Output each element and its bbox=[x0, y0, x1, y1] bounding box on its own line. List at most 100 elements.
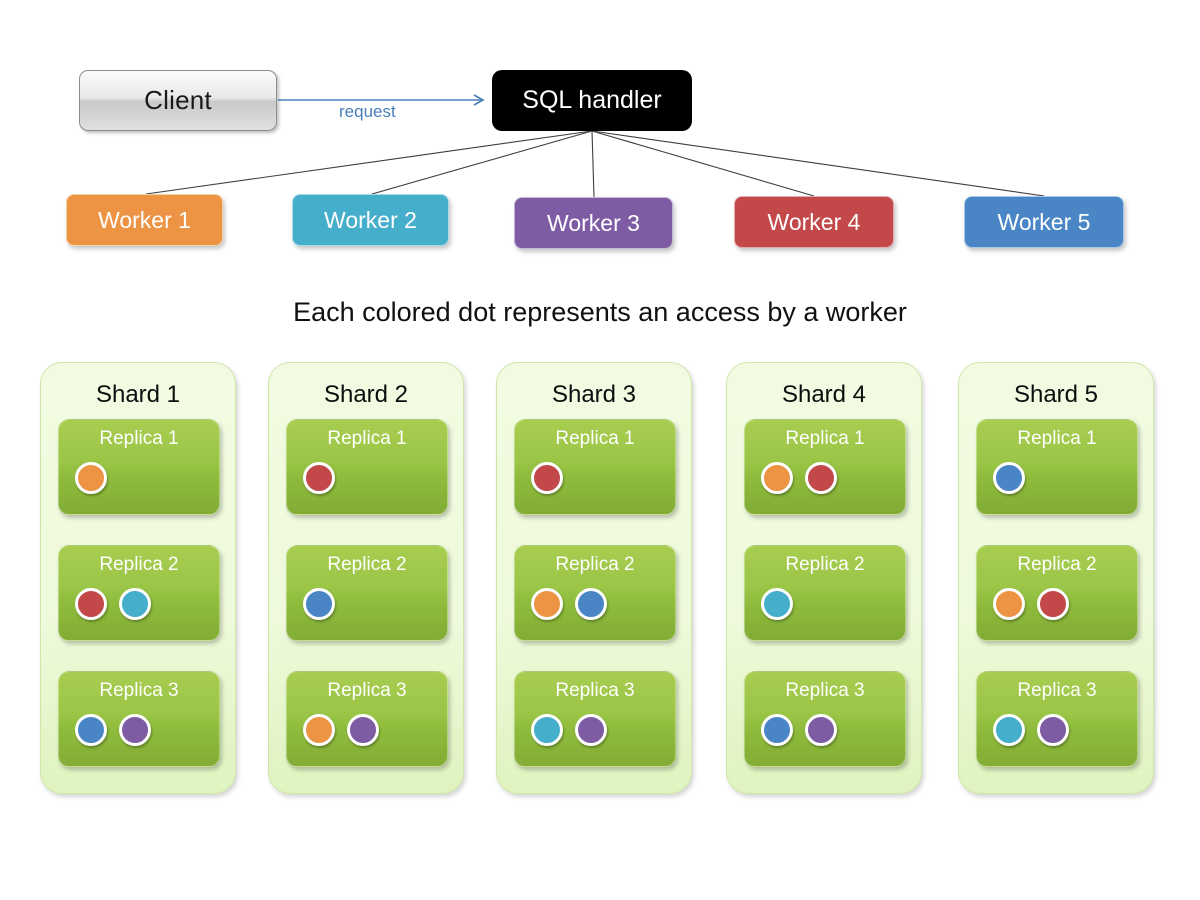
access-dot-icon bbox=[575, 714, 607, 746]
sql-handler-label: SQL handler bbox=[522, 86, 662, 114]
access-dot-icon bbox=[531, 714, 563, 746]
legend-caption: Each colored dot represents an access by… bbox=[293, 297, 907, 327]
replica-node-2[interactable]: Replica 2 bbox=[286, 545, 448, 641]
worker-node-5[interactable]: Worker 5 bbox=[964, 196, 1124, 248]
replica-label: Replica 1 bbox=[1017, 428, 1097, 449]
access-dots bbox=[761, 714, 837, 746]
access-dot-icon bbox=[1037, 588, 1069, 620]
access-dot-icon bbox=[303, 588, 335, 620]
access-dot-icon bbox=[761, 462, 793, 494]
replica-node-2[interactable]: Replica 2 bbox=[514, 545, 676, 641]
replica-label: Replica 2 bbox=[327, 554, 407, 575]
worker-label: Worker 2 bbox=[324, 206, 417, 233]
access-dots bbox=[531, 588, 607, 620]
access-dots bbox=[75, 462, 107, 494]
shard-container-3[interactable]: Shard 3 Replica 1 Replica 2 Replica 3 bbox=[496, 362, 692, 794]
access-dot-icon bbox=[993, 588, 1025, 620]
replica-node-1[interactable]: Replica 1 bbox=[976, 419, 1138, 515]
worker-label: Worker 5 bbox=[997, 208, 1091, 235]
replica-node-3[interactable]: Replica 3 bbox=[744, 671, 906, 767]
replica-label: Replica 3 bbox=[327, 680, 407, 701]
worker-node-1[interactable]: Worker 1 bbox=[66, 194, 223, 246]
access-dot-icon bbox=[531, 462, 563, 494]
shard-container-1[interactable]: Shard 1 Replica 1 Replica 2 Replica 3 bbox=[40, 362, 236, 794]
replica-label: Replica 1 bbox=[785, 428, 865, 449]
shard-title: Shard 1 bbox=[95, 381, 181, 408]
replica-label: Replica 3 bbox=[785, 680, 865, 701]
replica-node-2[interactable]: Replica 2 bbox=[58, 545, 220, 641]
shard-title: Shard 2 bbox=[323, 381, 409, 408]
replica-label: Replica 2 bbox=[555, 554, 635, 575]
sql-handler-node[interactable]: SQL handler bbox=[492, 70, 692, 131]
worker-label: Worker 1 bbox=[98, 206, 191, 233]
replica-label: Replica 3 bbox=[99, 680, 179, 701]
access-dot-icon bbox=[761, 714, 793, 746]
replica-node-1[interactable]: Replica 1 bbox=[744, 419, 906, 515]
access-dot-icon bbox=[805, 462, 837, 494]
access-dot-icon bbox=[993, 462, 1025, 494]
shard-container-4[interactable]: Shard 4 Replica 1 Replica 2 Replica 3 bbox=[726, 362, 922, 794]
worker-node-2[interactable]: Worker 2 bbox=[292, 194, 449, 246]
worker-label: Worker 4 bbox=[767, 208, 861, 235]
access-dots bbox=[303, 588, 335, 620]
link-handler-worker2 bbox=[371, 130, 593, 195]
shard-title: Shard 4 bbox=[781, 381, 867, 408]
access-dot-icon bbox=[75, 714, 107, 746]
access-dot-icon bbox=[761, 588, 793, 620]
access-dot-icon bbox=[347, 714, 379, 746]
access-dots bbox=[761, 462, 837, 494]
access-dot-icon bbox=[303, 462, 335, 494]
replica-node-3[interactable]: Replica 3 bbox=[286, 671, 448, 767]
link-handler-worker5 bbox=[591, 130, 1045, 197]
replica-node-3[interactable]: Replica 3 bbox=[514, 671, 676, 767]
replica-node-3[interactable]: Replica 3 bbox=[976, 671, 1138, 767]
shard-title: Shard 5 bbox=[1013, 381, 1099, 408]
access-dot-icon bbox=[119, 588, 151, 620]
access-dot-icon bbox=[993, 714, 1025, 746]
access-dot-icon bbox=[75, 462, 107, 494]
link-handler-worker3 bbox=[591, 130, 595, 198]
request-edge-label: request bbox=[339, 102, 396, 121]
link-handler-worker1 bbox=[145, 130, 593, 195]
replica-label: Replica 2 bbox=[99, 554, 179, 575]
replica-node-1[interactable]: Replica 1 bbox=[58, 419, 220, 515]
access-dot-icon bbox=[575, 588, 607, 620]
replica-label: Replica 3 bbox=[555, 680, 635, 701]
access-dots bbox=[761, 588, 793, 620]
worker-node-3[interactable]: Worker 3 bbox=[514, 197, 673, 249]
replica-label: Replica 1 bbox=[555, 428, 635, 449]
replica-node-2[interactable]: Replica 2 bbox=[744, 545, 906, 641]
shard-title: Shard 3 bbox=[551, 381, 637, 408]
replica-label: Replica 1 bbox=[327, 428, 407, 449]
replica-node-3[interactable]: Replica 3 bbox=[58, 671, 220, 767]
replica-label: Replica 3 bbox=[1017, 680, 1097, 701]
access-dot-icon bbox=[805, 714, 837, 746]
access-dots bbox=[75, 714, 151, 746]
access-dot-icon bbox=[119, 714, 151, 746]
worker-label: Worker 3 bbox=[547, 209, 640, 236]
client-label: Client bbox=[144, 85, 212, 115]
access-dots bbox=[993, 462, 1025, 494]
replica-node-1[interactable]: Replica 1 bbox=[286, 419, 448, 515]
shard-container-5[interactable]: Shard 5 Replica 1 Replica 2 Replica 3 bbox=[958, 362, 1154, 794]
replica-node-2[interactable]: Replica 2 bbox=[976, 545, 1138, 641]
access-dots bbox=[75, 588, 151, 620]
access-dots bbox=[531, 714, 607, 746]
access-dots bbox=[303, 714, 379, 746]
replica-label: Replica 2 bbox=[1017, 554, 1097, 575]
shard-container-2[interactable]: Shard 2 Replica 1 Replica 2 Replica 3 bbox=[268, 362, 464, 794]
access-dots bbox=[993, 714, 1069, 746]
access-dot-icon bbox=[75, 588, 107, 620]
replica-node-1[interactable]: Replica 1 bbox=[514, 419, 676, 515]
access-dots bbox=[303, 462, 335, 494]
access-dot-icon bbox=[531, 588, 563, 620]
worker-node-4[interactable]: Worker 4 bbox=[734, 196, 894, 248]
replica-label: Replica 2 bbox=[785, 554, 865, 575]
link-handler-worker4 bbox=[591, 130, 815, 197]
access-dots bbox=[993, 588, 1069, 620]
replica-label: Replica 1 bbox=[99, 428, 179, 449]
access-dot-icon bbox=[303, 714, 335, 746]
client-node[interactable]: Client bbox=[79, 70, 277, 131]
access-dots bbox=[531, 462, 563, 494]
